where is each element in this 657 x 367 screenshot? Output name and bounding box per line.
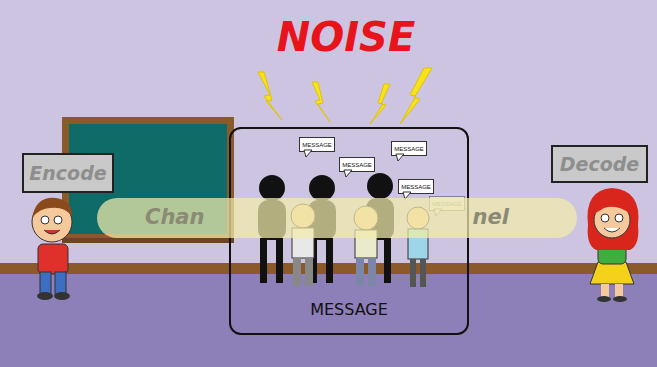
speech-bubble: MESSAGE: [398, 179, 434, 194]
channel-text: nel: [473, 205, 509, 229]
bubble-tail-shape: [304, 150, 312, 157]
speech-bubble: MESSAGE: [299, 137, 335, 152]
node-label: Encode: [29, 162, 106, 184]
bubble-text: MESSAGE: [394, 146, 424, 152]
node-label: Decode: [560, 153, 639, 175]
bubble-tail: [396, 155, 406, 162]
channel-text: Chan: [145, 205, 204, 229]
noise-label: NOISE: [260, 14, 432, 60]
encode-box: Encode: [22, 153, 114, 193]
decode-box: Decode: [551, 145, 648, 183]
noise-bolts: [258, 68, 432, 124]
floor: [0, 274, 657, 367]
speech-bubble: MESSAGE: [339, 157, 375, 172]
speech-bubble: MESSAGE: [391, 141, 427, 156]
receiver-girl: [588, 188, 639, 302]
bubble-tail-shape: [403, 192, 411, 199]
chalk-tray: [62, 238, 234, 243]
sender-boy: [32, 198, 72, 300]
bubble-tail: [344, 171, 354, 178]
wall: [0, 0, 657, 268]
channel-band: Chan nel: [97, 198, 577, 238]
bubble-tail: [304, 151, 314, 158]
bubble-text: MESSAGE: [401, 184, 431, 190]
bubble-text: MESSAGE: [302, 142, 332, 148]
bubble-text: MESSAGE: [342, 162, 372, 168]
bubble-tail-shape: [434, 209, 442, 216]
bubble-tail-shape: [344, 170, 352, 177]
bubble-tail-shape: [396, 154, 404, 161]
node-label: MESSAGE: [231, 300, 467, 319]
